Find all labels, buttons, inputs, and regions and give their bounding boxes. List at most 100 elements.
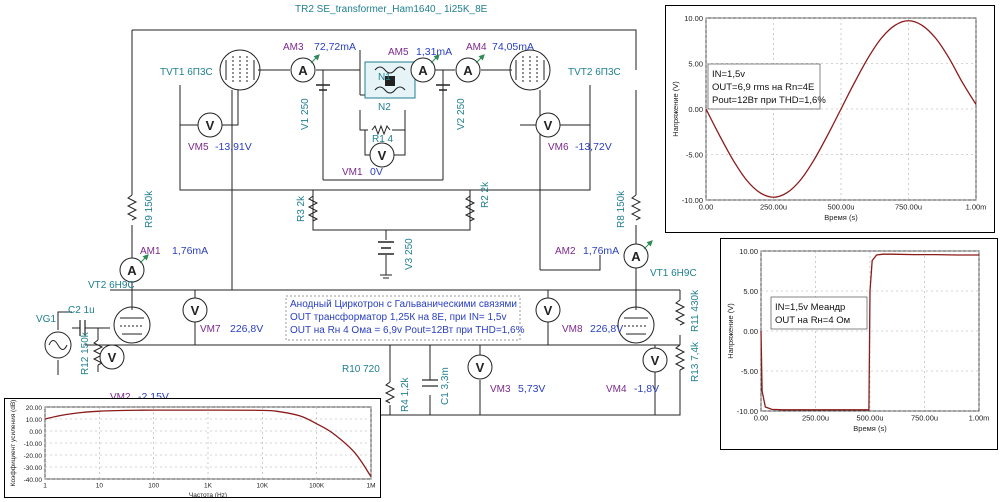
tube-vt1 <box>617 306 655 344</box>
label-v3: V3 250 <box>404 238 415 270</box>
transformer-title: TR2 SE_transformer_Ham1640_ 1i25K_8E <box>295 4 488 15</box>
y-tick-label: -10.00 <box>24 441 43 448</box>
svg-text:V: V <box>108 350 117 365</box>
legend-text: OUT=6,9 rms на Rn=4E <box>712 82 814 93</box>
voltmeter-vm6: V <box>535 112 561 138</box>
label-tvt2: TVT2 6П3С <box>568 67 621 78</box>
value-vm5: -13,91V <box>215 141 252 153</box>
x-tick-label: 750.00u <box>895 203 922 212</box>
y-tick-label: -40.00 <box>24 477 43 484</box>
y-tick-label: 10.00 <box>739 247 758 256</box>
label-vt2: VT2 6Н9С <box>88 280 135 291</box>
x-tick-label: 10K <box>257 483 269 490</box>
label-r3: R3 2k <box>296 195 307 222</box>
series-line <box>705 20 977 198</box>
label-r8: R8 150k <box>616 190 627 228</box>
label-vm5: VM5 <box>188 142 209 153</box>
x-tick-label: 250.00u <box>802 414 829 423</box>
label-vt1: VT1 6Н9С <box>650 268 697 279</box>
note-box <box>285 295 521 341</box>
x-tick-label: 1K <box>204 483 213 490</box>
x-tick-label: 100K <box>309 483 325 490</box>
label-vm1: VM1 <box>342 167 363 178</box>
svg-text:A: A <box>418 63 428 78</box>
voltmeter-vm3: V <box>467 354 493 380</box>
ammeter-am3: A <box>290 54 320 83</box>
voltmeter-vm5: V <box>197 112 223 138</box>
value-vm4: -1,8V <box>634 383 659 395</box>
x-tick-label: 1.00m <box>969 414 990 423</box>
label-vm6: VM6 <box>548 142 569 153</box>
svg-text:V: V <box>544 303 553 318</box>
label-am2: AM2 <box>555 246 576 257</box>
x-tick-label: 500.00u <box>856 414 883 423</box>
value-am2: 1,76mA <box>583 245 619 257</box>
x-tick-label: 10 <box>96 483 104 490</box>
label-r2: R2 2k <box>480 181 491 208</box>
legend-text: Pout=12Вт при THD=1,6% <box>712 95 826 106</box>
signal-source-vg1 <box>44 331 72 359</box>
ground-v3 <box>380 274 392 279</box>
value-am5: 1,31mA <box>416 46 452 58</box>
y-tick-label: 5.00 <box>688 60 703 69</box>
value-vm8: 226,8V <box>590 323 623 335</box>
y-tick-label: 20.00 <box>26 405 43 412</box>
label-c2: C2 1u <box>68 305 95 316</box>
note-line-1: Анодный Циркотрон с Гальваническими связ… <box>290 299 517 310</box>
svg-text:V: V <box>651 353 660 368</box>
legend-box <box>707 63 821 110</box>
value-vm7: 226,8V <box>230 323 263 335</box>
series-line <box>44 409 372 477</box>
svg-text:A: A <box>127 263 137 278</box>
x-tick-label: 100 <box>148 483 159 490</box>
label-vm7: VM7 <box>200 324 221 335</box>
y-tick-label: 10.00 <box>684 14 703 23</box>
label-vg1: VG1 <box>36 314 56 325</box>
x-axis-label: Частота (Hz) <box>189 492 227 497</box>
x-tick-label: 750.00u <box>911 414 938 423</box>
legend-text: OUT на Rн=4 Ом <box>775 315 850 326</box>
svg-text:A: A <box>463 63 473 78</box>
x-tick-label: 1 <box>43 483 47 490</box>
resistors <box>92 124 686 404</box>
value-am4: 74,05mA <box>492 41 534 53</box>
x-tick-label: 0.00 <box>699 203 714 212</box>
label-vm8: VM8 <box>562 324 583 335</box>
y-tick-label: 10.00 <box>26 417 43 424</box>
y-tick-label: -30.00 <box>24 465 43 472</box>
label-am1: AM1 <box>140 246 161 257</box>
value-vm3: 5,73V <box>518 383 545 395</box>
label-vm2: VM2 <box>110 392 131 403</box>
ammeter-am4: A <box>455 54 485 83</box>
y-tick-label: -5.00 <box>686 151 703 160</box>
svg-text:V: V <box>206 118 215 133</box>
voltmeter-vm8: V <box>535 297 561 323</box>
voltmeter-vm4: V <box>642 347 668 373</box>
battery-v3 <box>378 241 394 255</box>
label-r14: R1 4 <box>372 134 394 145</box>
wires <box>57 29 681 416</box>
label-c1: C1 3,3m <box>440 367 451 405</box>
label-r11: R11 430k <box>690 289 701 332</box>
y-tick-label: -20.00 <box>24 453 43 460</box>
tube-vt2 <box>113 306 151 344</box>
x-tick-label: 500.00u <box>827 203 854 212</box>
label-am5: AM5 <box>388 47 409 58</box>
y-tick-label: 0.00 <box>688 105 703 114</box>
x-tick-label: 250.00u <box>760 203 787 212</box>
svg-text:V: V <box>378 148 387 163</box>
voltmeter-vm7: V <box>182 297 208 323</box>
x-axis-label: Время (s) <box>824 213 858 222</box>
label-n2: N2 <box>378 102 391 113</box>
battery-v1 <box>316 84 330 91</box>
series-line <box>760 253 979 411</box>
note-line-2: OUT трансформатор 1,25К на 8Е, при IN= 1… <box>290 311 506 323</box>
label-r13: R13 7,4k <box>690 341 701 382</box>
value-vm6: -13,72V <box>575 141 612 153</box>
y-axis-label: Напряжение (V) <box>726 303 735 359</box>
label-tvt1: TVT1 6П3С <box>160 67 213 78</box>
